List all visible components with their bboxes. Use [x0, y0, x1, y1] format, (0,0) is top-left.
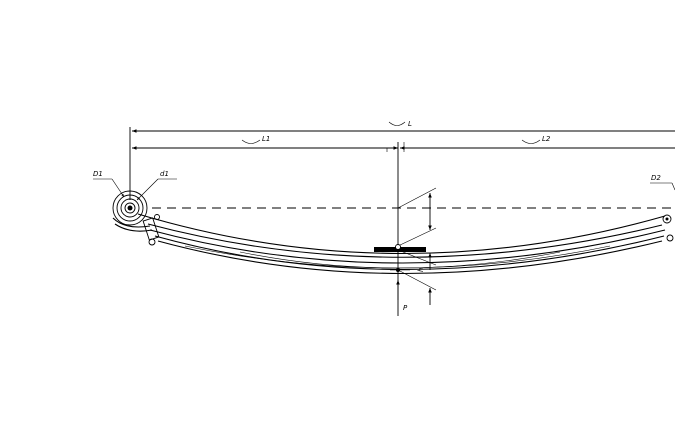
- front-length-label: L1: [262, 135, 270, 143]
- overall-length-label: L: [408, 120, 412, 128]
- leaf-stack: [137, 213, 666, 274]
- load-label: P: [403, 304, 408, 312]
- dimension-front-rear-length: L1 L2: [132, 135, 675, 316]
- front-eye-inner-label: d1: [160, 170, 169, 178]
- load-arrow: P: [396, 280, 408, 312]
- camber-dimension: h: [397, 187, 437, 305]
- front-eye: [112, 190, 160, 246]
- front-eye-outer-label: D1: [93, 170, 103, 178]
- center-plate: [374, 247, 426, 252]
- center-bolt: [395, 244, 401, 250]
- rear-eye-label: D2: [651, 174, 661, 182]
- dimension-overall-length: L: [129, 120, 675, 200]
- front-eye-labels: D1 d1: [93, 170, 177, 201]
- rear-length-label: L2: [542, 135, 551, 143]
